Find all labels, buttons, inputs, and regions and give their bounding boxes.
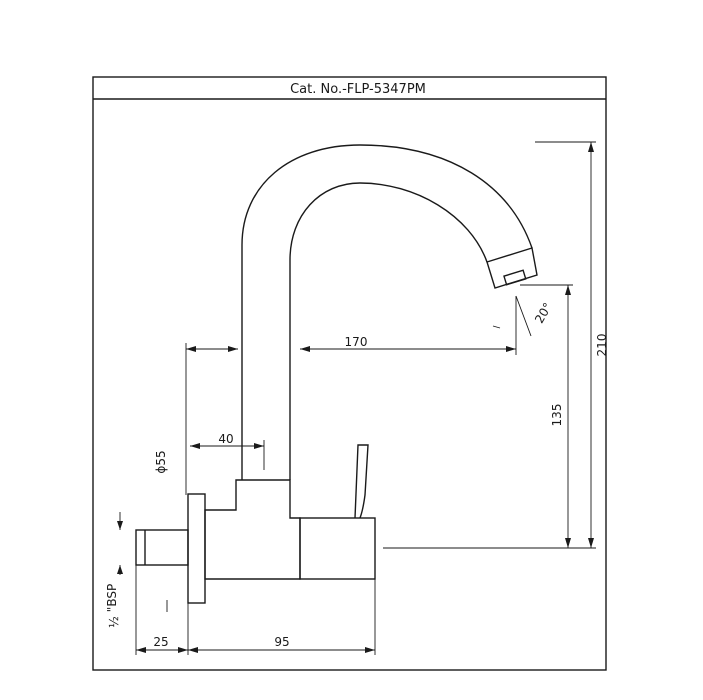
angle-tick <box>492 325 501 329</box>
thread-fraction: ½ <box>107 616 121 628</box>
dim-135-label: 135 <box>550 404 564 427</box>
aerator <box>503 269 527 286</box>
dim-40-label: 40 <box>218 432 233 446</box>
spout-tip <box>486 247 538 289</box>
faucet-body <box>204 479 301 580</box>
catalog-title: Cat. No.-FLP-5347PM <box>290 82 426 97</box>
lever-handle <box>354 444 369 519</box>
angle-line <box>515 295 532 337</box>
dim-95-label: 95 <box>274 635 289 649</box>
wall-flange <box>187 493 206 604</box>
drawing-frame <box>92 76 607 671</box>
spout-outline <box>241 144 533 480</box>
arrowheads <box>117 142 594 653</box>
dim-170-label: 170 <box>345 335 368 349</box>
angle-label: 20° <box>532 300 555 325</box>
dim-diameter-label: ϕ55 <box>154 450 168 473</box>
handle-block <box>299 517 376 580</box>
dim-210-label: 210 <box>595 334 609 357</box>
thread-label: "BSP <box>105 584 119 612</box>
dim-25-label: 25 <box>153 635 168 649</box>
inlet-connector <box>135 529 189 566</box>
